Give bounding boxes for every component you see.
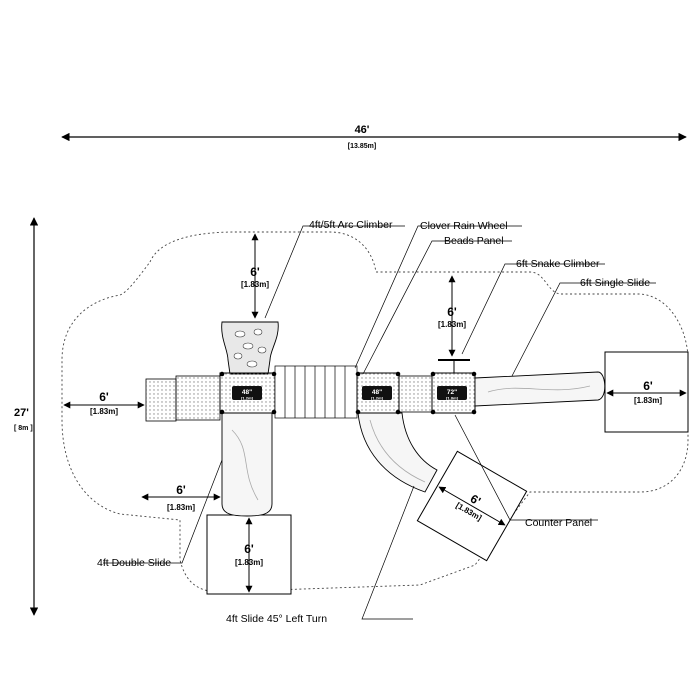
deck-1-badge <box>232 386 262 400</box>
deck-2-height: 48" <box>372 389 382 396</box>
clearance-double-exit-m: [1.83m] <box>235 558 263 567</box>
deck-2-metric: [1.2m] <box>371 396 383 401</box>
bridge <box>274 365 358 419</box>
clearance-snake-ft: 6' <box>447 305 457 319</box>
clearance-top-ft: 6' <box>250 265 260 279</box>
label-double-slide: 4ft Double Slide <box>97 557 171 569</box>
clearance-double-exit-ft: 6' <box>244 542 254 556</box>
clearance-left-m: [1.83m] <box>90 407 118 416</box>
arc-climber-holds <box>233 328 267 368</box>
overall-width-m: [13.85m] <box>348 143 376 150</box>
overall-width-ft: 46' <box>355 124 370 136</box>
entry-step-panel <box>145 378 177 422</box>
label-turn-slide: 4ft Slide 45° Left Turn <box>226 613 327 625</box>
deck-posts <box>219 371 477 415</box>
clearance-single-slide-ft: 6' <box>643 379 653 393</box>
clearance-double-side-m: [1.83m] <box>167 503 195 512</box>
overall-depth-m: [ 8m ] <box>14 425 33 432</box>
label-single-slide: 6ft Single Slide <box>580 277 650 289</box>
label-snake-climber: 6ft Snake Climber <box>516 258 600 270</box>
double-slide <box>221 412 273 517</box>
clearance-left-ft: 6' <box>99 390 109 404</box>
deck-3-badge <box>437 386 467 400</box>
clearance-double-side-ft: 6' <box>176 483 186 497</box>
deck-1-height: 48" <box>242 389 252 396</box>
clearance-snake-m: [1.83m] <box>438 320 466 329</box>
clearance-single-slide-m: [1.83m] <box>634 396 662 405</box>
label-beads-panel: Beads Panel <box>444 235 504 247</box>
deck-3-height: 72" <box>447 389 457 396</box>
label-counter-panel: Counter Panel <box>525 517 592 529</box>
safety-zone-outline <box>61 231 689 593</box>
callout-leaders <box>103 225 656 620</box>
entry-step-panel-inner <box>175 375 221 421</box>
deck-3-metric: [1.8m] <box>446 396 458 401</box>
clearance-top-m: [1.83m] <box>241 280 269 289</box>
label-arc-climber: 4ft/5ft Arc Climber <box>309 219 393 231</box>
overall-depth-ft: 27' <box>14 407 29 419</box>
turn-slide <box>357 412 438 493</box>
label-clover-rain-wheel: Clover Rain Wheel <box>420 220 508 232</box>
deck-2-badge <box>362 386 392 400</box>
connector-panel <box>398 375 433 413</box>
deck-1-metric: [1.2m] <box>241 396 253 401</box>
clearance-turn-slide-line <box>438 486 506 526</box>
